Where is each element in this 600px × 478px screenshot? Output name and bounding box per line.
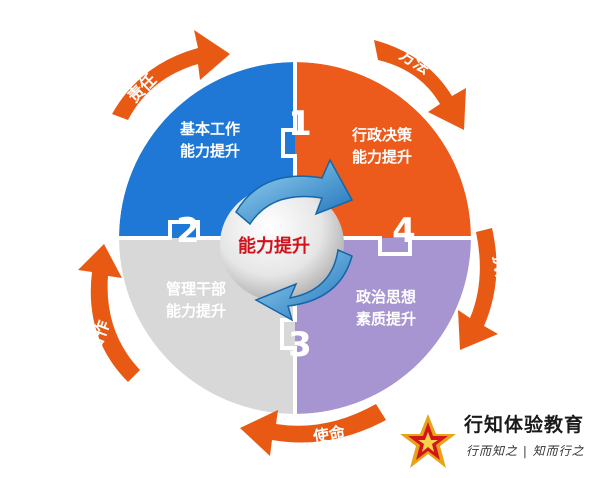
quadrant-3-line1: 政治思想 bbox=[356, 288, 416, 306]
center-sphere: 能力提升 bbox=[220, 158, 354, 322]
quadrant-3-line2: 素质提升 bbox=[356, 310, 416, 328]
quadrant-1-line2: 能力提升 bbox=[180, 142, 240, 160]
quadrant-1-number: 1 bbox=[288, 104, 312, 144]
brand-logo: 行知体验教育 行而知之 | 知而行之 bbox=[398, 408, 598, 474]
quadrant-4-line2: 能力提升 bbox=[352, 148, 412, 166]
logo-star-icon bbox=[400, 414, 456, 468]
quadrant-2-line2: 能力提升 bbox=[166, 302, 226, 320]
quadrant-2-line1: 管理干部 bbox=[166, 280, 226, 298]
center-label: 能力提升 bbox=[238, 235, 310, 257]
quadrant-4-line1: 行政决策 bbox=[351, 126, 413, 144]
arrow-execution: 执行 bbox=[458, 228, 514, 350]
logo-title: 行知体验教育 bbox=[464, 414, 585, 436]
outer-arrows: 责任 方法 执行 使命 合作 bbox=[78, 30, 514, 456]
circular-arrow-icon bbox=[235, 158, 354, 226]
quadrant-3-number: 3 bbox=[288, 325, 312, 365]
quadrant-1-line1: 基本工作 bbox=[179, 120, 240, 138]
logo-slogan: 行而知之 | 知而行之 bbox=[466, 444, 585, 458]
quadrant-2-number: 2 bbox=[176, 211, 200, 251]
circular-arrow-icon bbox=[254, 248, 353, 322]
quadrant-4-number: 4 bbox=[392, 211, 416, 251]
